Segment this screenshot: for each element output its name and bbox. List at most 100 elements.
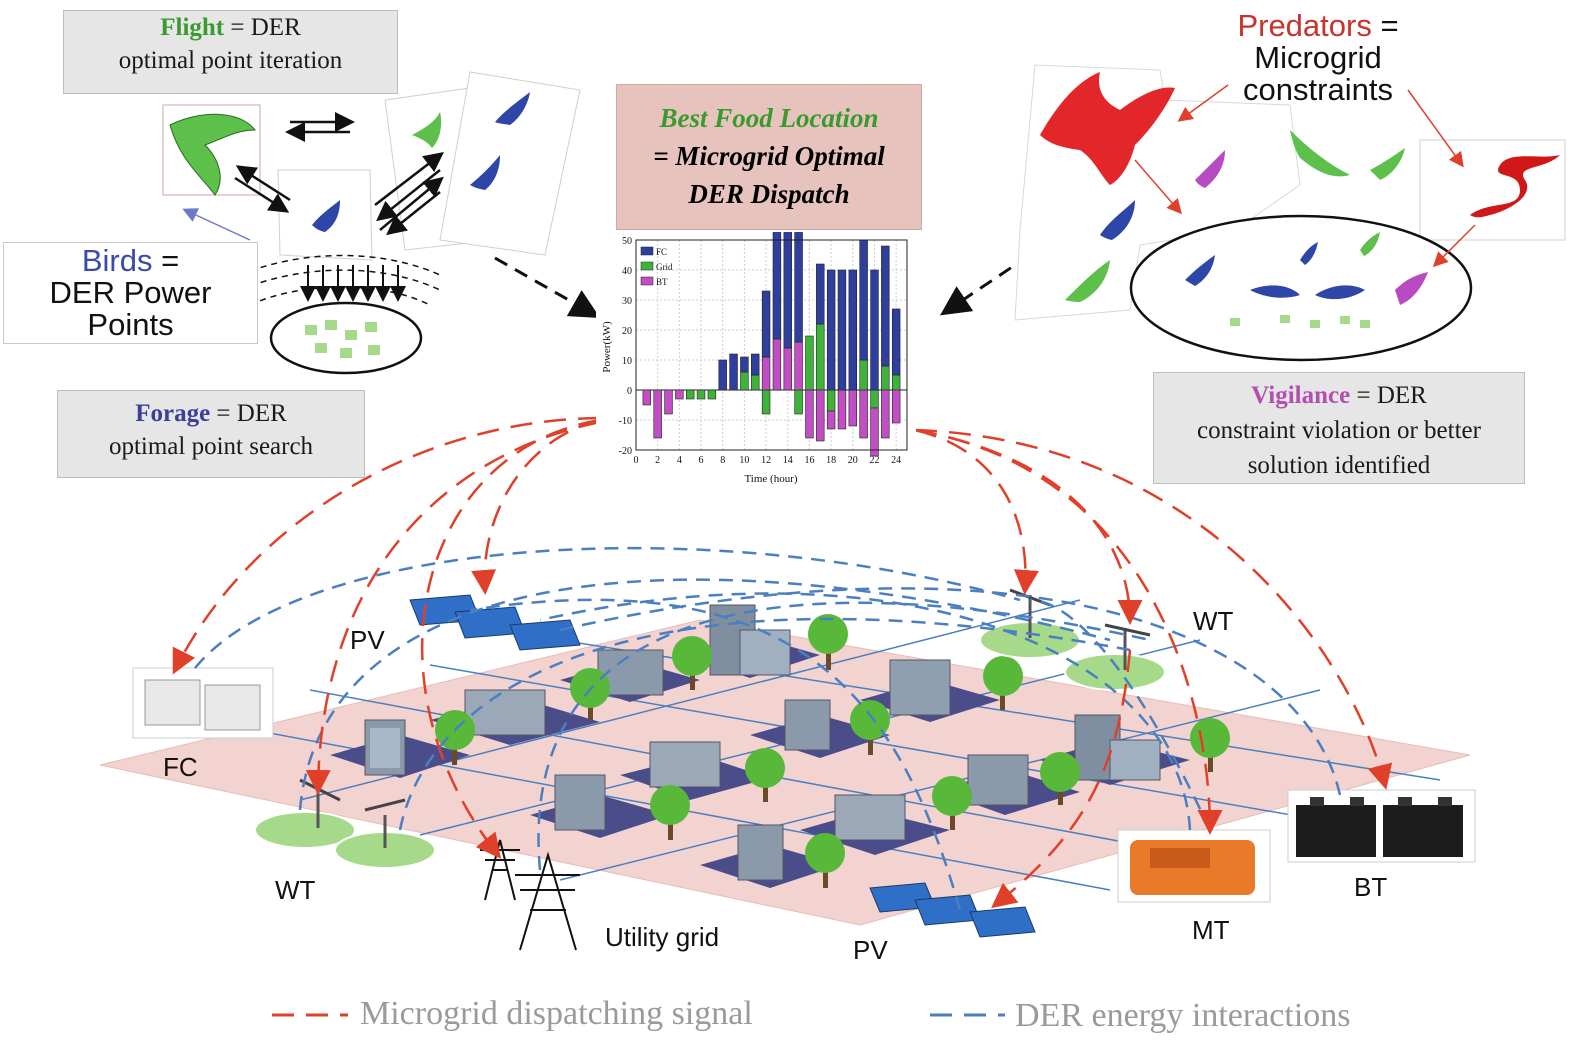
food-area-right <box>1129 214 1473 362</box>
green-bird-r3 <box>1065 260 1110 302</box>
chart-bar-bt <box>848 389 858 427</box>
chart-bar-fc <box>740 356 749 373</box>
forage-box: Forage = DER optimal point search <box>57 390 365 478</box>
chart-bar-fc <box>859 239 868 361</box>
best-food-box: Best Food Location = Microgrid Optimal D… <box>616 84 922 230</box>
dispatch-signal-lines <box>172 416 1393 909</box>
bird-flock-panel-left <box>162 71 581 375</box>
block-6 <box>620 741 770 800</box>
chart-bar-fc <box>783 232 792 349</box>
legend-energy-text: DER energy interactions <box>1015 997 1351 1034</box>
chart-ytick-label: 30 <box>622 296 632 307</box>
chart-xtick-label: 2 <box>655 455 660 466</box>
chart-ytick-label: 20 <box>622 326 632 337</box>
block-8 <box>860 659 1000 722</box>
chart-bar-fc <box>718 359 727 391</box>
der-energy-interaction-lines <box>194 546 1342 911</box>
chart-xtick-label: 0 <box>634 455 639 466</box>
predators-keyword: Predators <box>1237 8 1372 43</box>
chart-xtick-label: 20 <box>848 455 858 466</box>
chart-ytick-label: 0 <box>627 386 632 397</box>
block-5 <box>530 774 670 838</box>
chart-bar-fc <box>794 232 803 343</box>
micro-turbine-unit <box>1117 829 1271 903</box>
purple-bird-r1 <box>1195 150 1225 188</box>
chart-bar-bt <box>772 338 782 391</box>
chart-ytick-label: -20 <box>619 446 632 457</box>
label-utility-grid: Utility grid <box>605 922 720 952</box>
chart-xtick-label: 24 <box>891 455 901 466</box>
tree <box>805 833 845 888</box>
chart-bar-fc <box>751 353 760 376</box>
vigilance-equals: = DER <box>1350 382 1427 409</box>
forage-equals: = DER <box>210 400 287 427</box>
chart-xlabel: Time (hour) <box>744 473 797 485</box>
best-food-keyword: Best Food Location <box>659 103 879 133</box>
chart-ylabel: Power(kW) <box>601 321 613 373</box>
chart-bar-bt <box>653 389 662 439</box>
chart-legend-swatch <box>640 261 654 271</box>
trees <box>435 614 1230 888</box>
chart-legend-label: BT <box>656 277 668 287</box>
predators-line3: constraints <box>1243 72 1393 107</box>
label-wt-left: WT <box>275 875 316 905</box>
chart-bar-grid <box>794 389 803 415</box>
chart-bar-fc <box>837 269 847 391</box>
best-food-line3: DER Dispatch <box>688 179 850 209</box>
birds-equals: = <box>152 243 180 278</box>
chart-bar-grid <box>816 323 825 391</box>
tree <box>1190 718 1230 772</box>
chart-bar-grid <box>685 389 695 400</box>
forage-keyword: Forage <box>135 400 211 427</box>
green-bird-large <box>169 113 257 196</box>
chart-xtick-label: 4 <box>677 455 682 466</box>
chart-bar-bt <box>826 410 836 430</box>
label-bt: BT <box>1354 872 1388 902</box>
chart-legend-swatch <box>640 246 654 256</box>
label-fc: FC <box>163 752 198 782</box>
chart-bar-bt <box>881 389 890 439</box>
chart-xtick-label: 14 <box>783 455 793 466</box>
chart-xtick-label: 12 <box>761 455 771 466</box>
chart-bar-fc <box>772 232 782 340</box>
arrow-right-to-chart <box>940 253 1031 316</box>
birds-line2: DER Power <box>49 275 212 310</box>
tree <box>745 748 785 802</box>
chart-bar-grid <box>805 335 814 391</box>
chart-bar-grid <box>881 365 890 391</box>
chart-bar-grid <box>751 374 760 391</box>
chart-bar-fc <box>729 353 738 391</box>
chart-bar-bt <box>816 389 825 442</box>
chart-bar-fc <box>891 308 901 376</box>
chart-bar-fc <box>826 269 836 391</box>
chart-bar-bt <box>761 356 771 391</box>
green-bird-small <box>412 112 442 148</box>
vigilance-box: Vigilance = DER constraint violation or … <box>1153 372 1525 484</box>
chart-xtick-label: 18 <box>826 455 836 466</box>
tree <box>983 656 1023 710</box>
vigilance-keyword: Vigilance <box>1251 382 1351 409</box>
predators-equals: = <box>1371 8 1399 43</box>
chart-bar-grid <box>891 374 901 391</box>
fuel-cell-unit <box>132 667 274 739</box>
arrow-left-to-chart <box>494 256 601 318</box>
chart-bar-grid <box>826 389 836 412</box>
predator-panel-right <box>1014 64 1566 362</box>
city-blocks <box>330 604 1190 888</box>
chart-legend-swatch <box>640 276 654 286</box>
battery-unit <box>1287 789 1476 863</box>
chart-bar-bt <box>870 407 879 457</box>
chart-bar-bt <box>642 389 652 406</box>
block-1 <box>330 719 470 778</box>
label-wt-right: WT <box>1193 606 1234 636</box>
label-pv-bottom: PV <box>853 935 888 965</box>
predator-eagle <box>1040 72 1175 185</box>
chart-bar-bt <box>859 389 868 439</box>
chart-bar-grid <box>707 389 717 400</box>
blue-bird-3 <box>312 200 340 232</box>
chart-bar-bt <box>805 389 814 439</box>
chart-bar-fc <box>870 269 879 391</box>
